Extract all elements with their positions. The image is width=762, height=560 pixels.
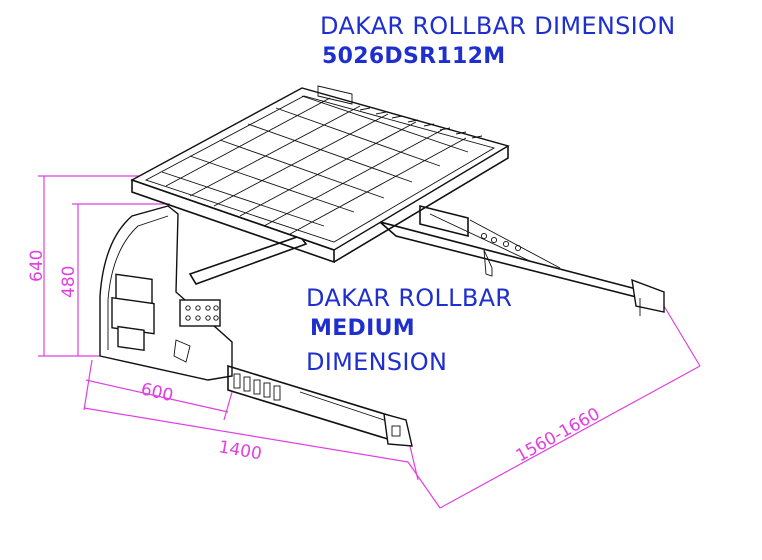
tray-outer: [130, 87, 510, 251]
clamp: [483, 249, 493, 277]
dim-600-ext-right: [223, 391, 233, 421]
front-foot-bolt: [391, 425, 401, 437]
tray-support: [419, 204, 469, 238]
dim-600-ext-left: [83, 359, 93, 411]
side-brace: [188, 235, 308, 285]
bolt-panel: [179, 299, 221, 327]
subtitle-line-3: DIMENSION: [306, 348, 448, 376]
tray-mesh: [161, 95, 469, 235]
dim-1560-label: 1560-1660: [513, 404, 604, 466]
front-rail-slots: [233, 373, 281, 401]
front-rail: [227, 364, 405, 446]
title-model-code: 5026DSR112M: [322, 44, 506, 69]
dim-1400-label: 1400: [217, 437, 263, 464]
dim-1560-ext-right: [663, 305, 701, 367]
tray-handle: [317, 85, 353, 105]
bolt-grid: [185, 305, 219, 321]
roof-tray: [130, 85, 522, 277]
front-foot: [383, 413, 413, 447]
front-rail-detail: [299, 391, 397, 425]
dim-1560-line: [439, 365, 701, 509]
subtitle-line-1: DAKAR ROLLBAR: [306, 284, 513, 312]
title-line-1: DAKAR ROLLBAR DIMENSION: [320, 12, 676, 40]
subtitle-size: MEDIUM: [310, 316, 415, 341]
dim-480-label: 480: [59, 266, 79, 298]
support-bolts: [480, 232, 522, 252]
dim-600-label: 600: [139, 379, 175, 406]
dim-1400-line: [83, 407, 409, 463]
rear-foot: [631, 278, 665, 313]
dim-600-line: [85, 379, 229, 413]
tray-inner: [144, 95, 496, 243]
rear-rail-detail: [429, 213, 561, 269]
hoop-inner-edge: [107, 215, 169, 350]
rollbar-frame: [99, 205, 665, 447]
tray-slots: [359, 107, 483, 139]
dim-1560-ext-left: [407, 461, 441, 509]
hoop-slot: [117, 325, 145, 352]
tray-right-edge: [333, 146, 509, 263]
bracket: [173, 339, 191, 363]
dim-640-label: 640: [27, 250, 47, 282]
